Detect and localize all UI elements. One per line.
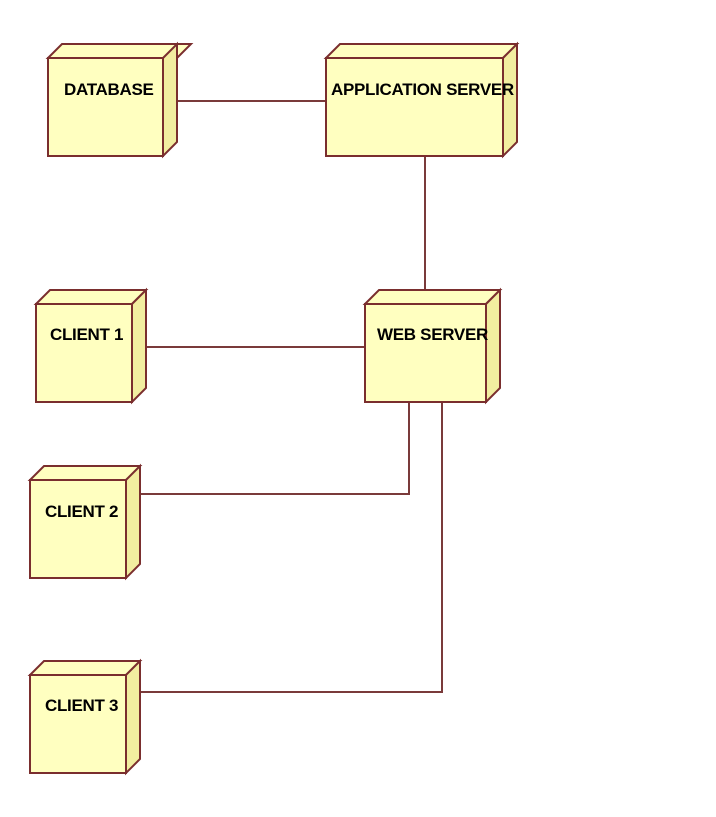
node-web-server-side <box>485 287 501 405</box>
node-application-server-top <box>323 43 520 59</box>
node-database-side <box>162 41 178 159</box>
node-client-2-side <box>125 463 141 581</box>
node-client-3-front <box>29 674 127 774</box>
node-application-server-side <box>502 41 518 159</box>
node-client-2[interactable]: CLIENT 2 <box>27 463 143 581</box>
node-web-server-front <box>364 303 487 403</box>
connector-client2-webserver <box>140 402 410 495</box>
node-client-3-top <box>27 660 143 676</box>
node-web-server[interactable]: WEB SERVER <box>362 287 503 405</box>
node-database-label: DATABASE <box>64 80 154 99</box>
node-web-server-label: WEB SERVER <box>377 325 488 344</box>
connectors <box>140 100 443 693</box>
node-client-2-front <box>29 479 127 579</box>
node-client-2-top <box>27 465 143 481</box>
node-application-server-label: APPLICATION SERVER <box>331 80 514 99</box>
node-client-1[interactable]: CLIENT 1 <box>33 287 149 405</box>
node-database[interactable]: DATABASE <box>45 41 194 159</box>
node-application-server-front <box>325 57 504 157</box>
node-application-server[interactable]: APPLICATION SERVER <box>323 41 520 159</box>
node-client-1-front <box>35 303 133 403</box>
node-database-front <box>47 57 164 157</box>
node-client-3-label: CLIENT 3 <box>45 696 118 715</box>
node-client-1-side <box>131 287 147 405</box>
node-client-2-label: CLIENT 2 <box>45 502 118 521</box>
node-client-1-top <box>33 289 149 305</box>
node-client-1-label: CLIENT 1 <box>50 325 123 344</box>
node-client-3-side <box>125 658 141 776</box>
connector-client3-webserver <box>140 402 443 693</box>
node-web-server-top <box>362 289 503 305</box>
node-client-3[interactable]: CLIENT 3 <box>27 658 143 776</box>
